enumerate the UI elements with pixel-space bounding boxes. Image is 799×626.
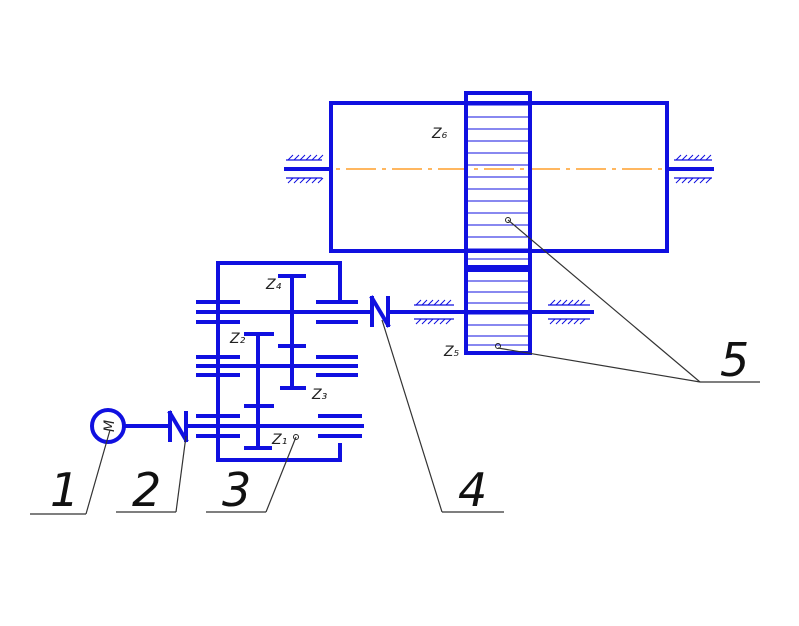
gearbox-3 [188,261,374,462]
shaft-left-bearing [414,299,454,325]
callout-2: 2 [132,463,161,517]
callout-leaders [30,219,760,515]
callout-5: 5 [720,333,749,387]
output-shaft [388,299,594,325]
gear-z6-teeth [466,104,530,260]
callout-4: 4 [458,463,487,517]
motor-1: M [90,408,126,444]
label-z3: Z₃ [311,387,328,403]
callout-3: 3 [222,463,251,517]
shaft-right-bearing [548,299,590,325]
drum-assembly [284,101,714,253]
drum-left-bearing [284,154,333,184]
coupling-4 [369,295,391,328]
callout-1: 1 [50,463,79,517]
label-z6: Z₆ [431,126,448,142]
label-z4: Z₄ [265,277,282,293]
gear-z6 [464,91,532,269]
label-z5: Z₅ [443,344,460,360]
drum-body [329,101,669,253]
motor-symbol: M [102,420,118,432]
label-z2: Z₂ [229,331,246,347]
drum-right-bearing [665,154,714,184]
label-z1: Z₁ [271,432,287,448]
coupling-2 [122,410,189,443]
